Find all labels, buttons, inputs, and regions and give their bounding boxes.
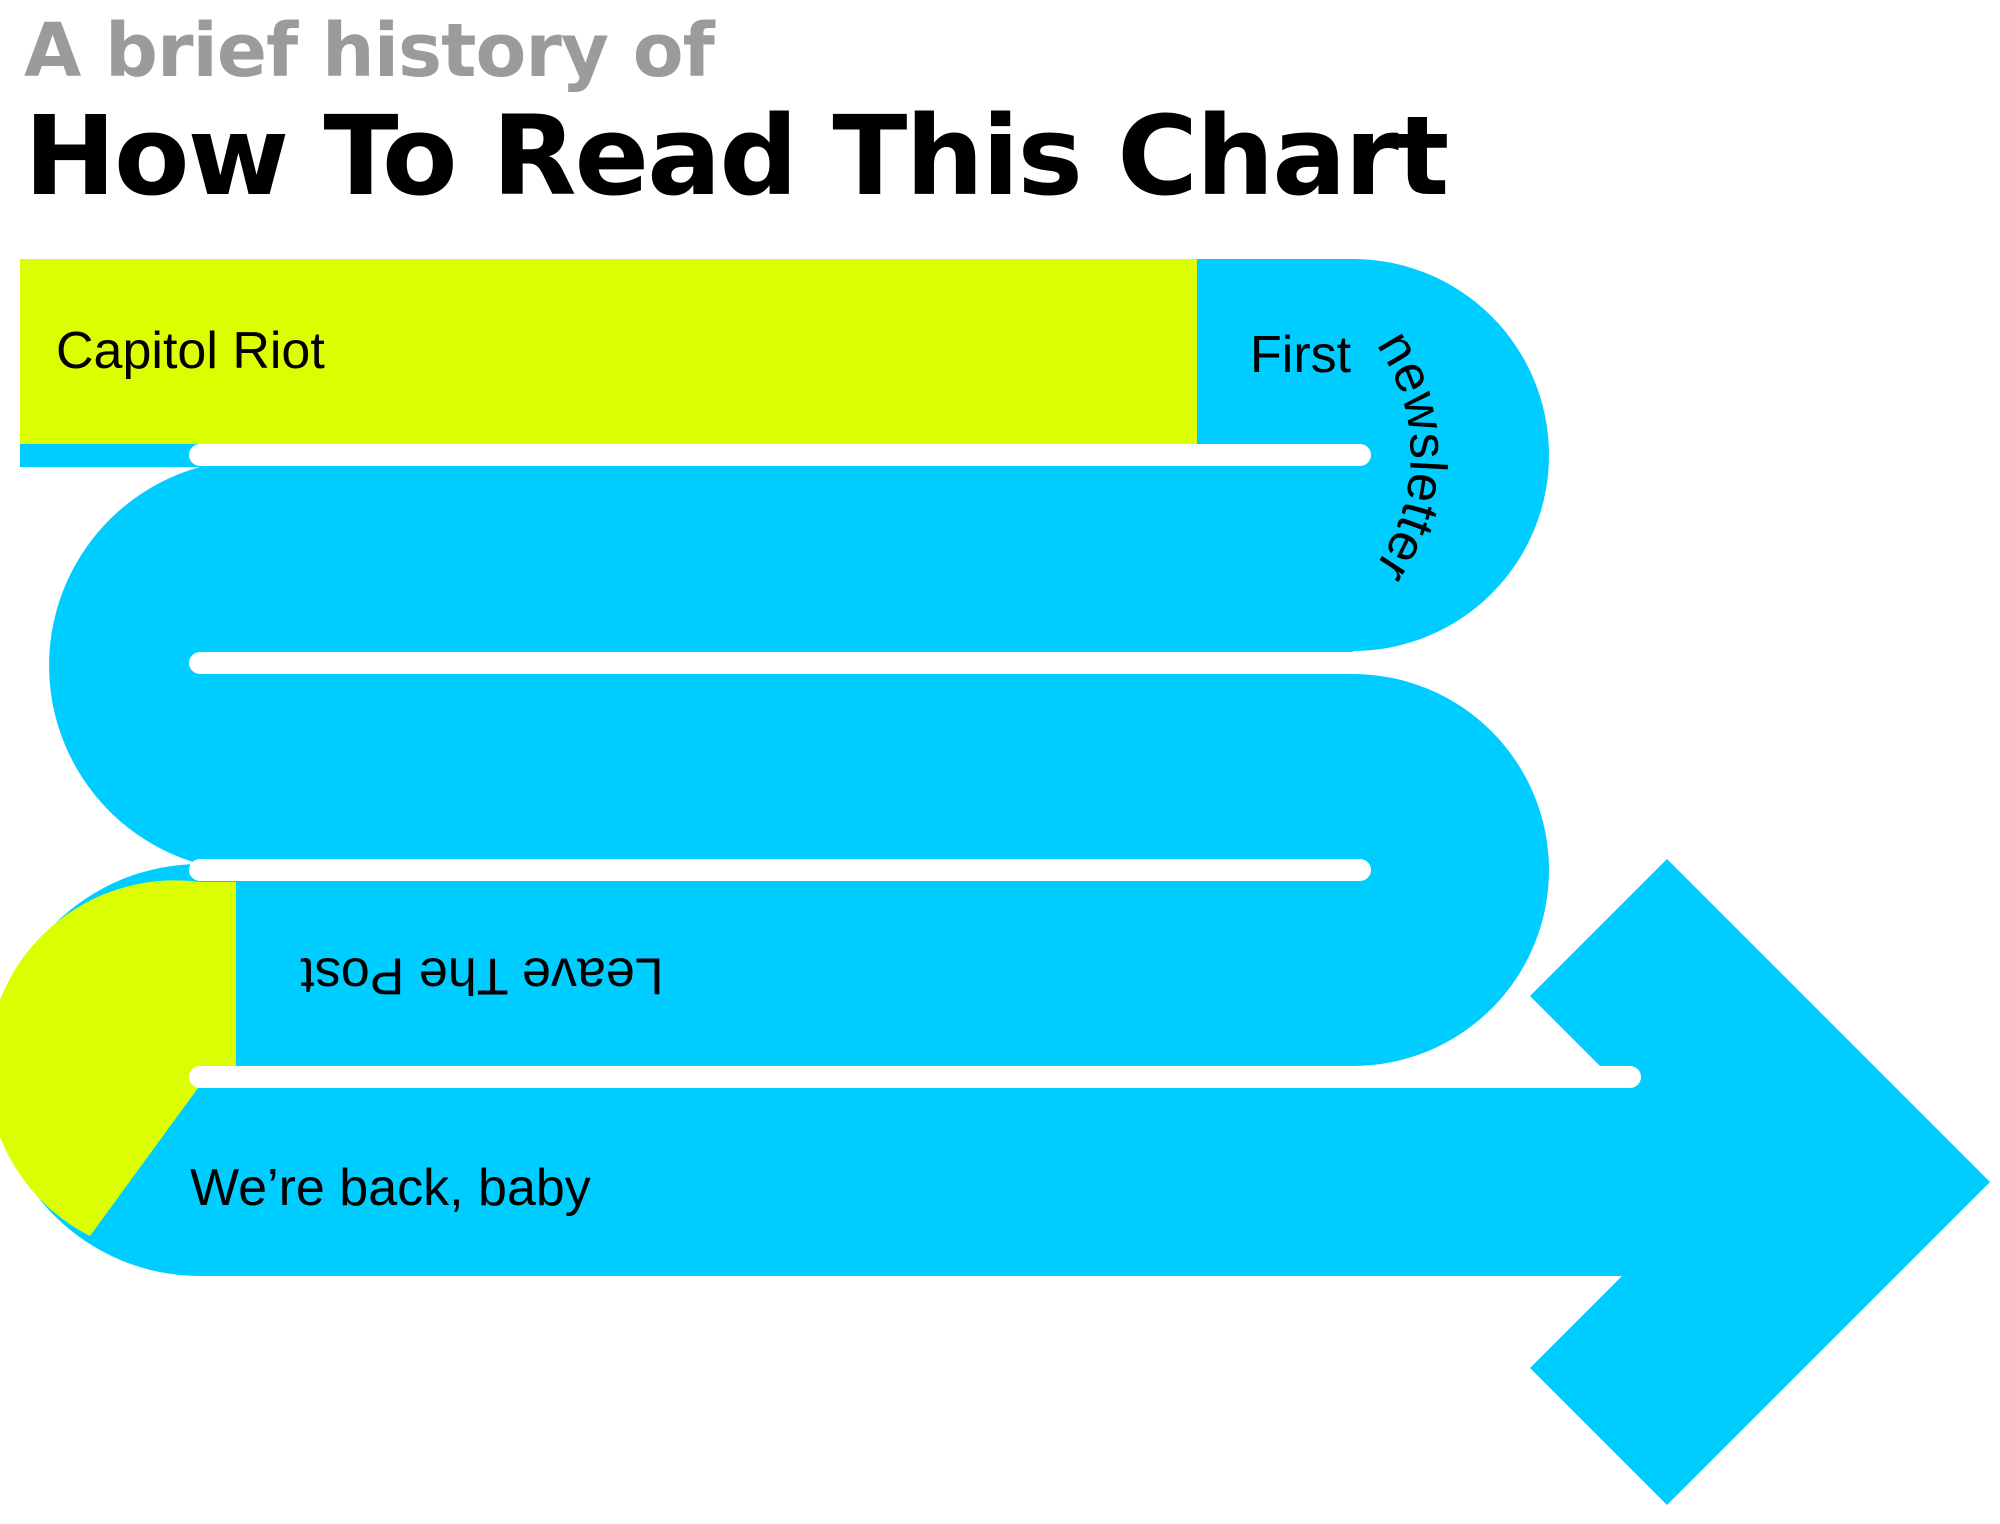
segment-capitol-riot xyxy=(20,259,1197,444)
segment-leave-the-post xyxy=(0,880,236,1236)
page-title: How To Read This Chart xyxy=(24,92,1449,220)
timeline-track xyxy=(0,259,1990,1505)
label-capitol-riot: Capitol Riot xyxy=(56,322,325,380)
label-first: First xyxy=(1250,326,1352,384)
subtitle: A brief history of xyxy=(24,8,715,94)
label-back: We’re back, baby xyxy=(190,1159,591,1217)
label-leave-the-post: Leave The Post xyxy=(300,946,664,1004)
